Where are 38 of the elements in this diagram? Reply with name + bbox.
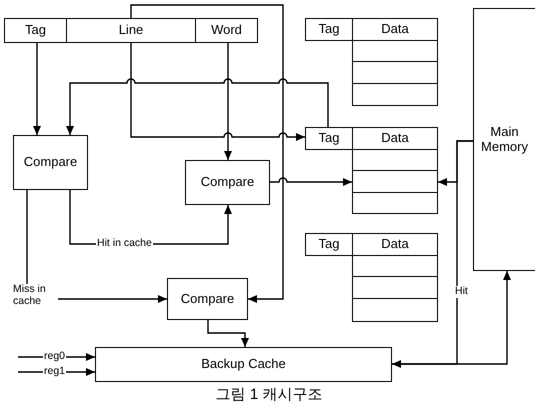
data-cell: Data [352,233,438,256]
cache-row [352,61,438,84]
cache-row [352,298,438,322]
edge-label: reg0 [43,351,66,363]
arrow [207,320,249,347]
tag-cell: Tag [305,18,353,41]
tag-cell: Tag [305,127,353,150]
cache-row [352,149,438,171]
edge-label: reg1 [43,366,66,378]
cache-row [352,276,438,299]
cache-row [352,40,438,62]
arrow [224,43,232,160]
arrow [33,43,41,135]
arrow [392,140,473,368]
arrow [130,43,305,141]
arrow [270,177,352,186]
data-cell: Data [352,18,438,41]
word-field: Word [195,18,258,43]
arrow [392,271,511,365]
backup-cache-box: Backup Cache [95,347,392,382]
data-cell: Data [352,127,438,150]
tag-field: Tag [4,18,67,43]
arrow [18,368,95,376]
compare-box: Compare [167,278,248,320]
arrow [130,4,284,303]
line-field: Line [66,18,196,43]
compare-box: Compare [13,135,88,190]
tag-cell: Tag [305,233,353,256]
edge-label: Miss in cache [12,284,58,308]
memory-box: Main Memory [473,8,535,271]
edge-label: Hit [454,286,469,298]
arrow [66,78,329,135]
caption: 그림 1 캐시구조 [214,385,324,404]
cache-row [352,192,438,214]
cache-row [352,170,438,193]
cache-row [352,83,438,106]
compare-box: Compare [185,160,270,205]
cache-row [352,255,438,277]
